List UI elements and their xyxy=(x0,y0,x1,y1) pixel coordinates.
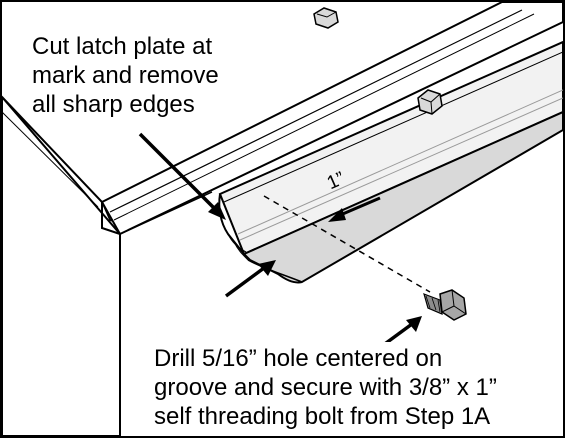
door-panel xyxy=(2,95,121,436)
hex-bolt xyxy=(423,289,467,321)
hex-nut xyxy=(313,7,339,29)
dimension-arrow xyxy=(328,196,381,222)
bolt-path-line xyxy=(263,195,431,293)
drill-instruction-text: Drill 5/16” hole centered on groove and … xyxy=(150,342,501,431)
cut-instruction-text: Cut latch plate at mark and remove all s… xyxy=(32,32,223,119)
latch-plate xyxy=(218,40,563,284)
latch-hex-nut xyxy=(417,89,443,115)
cut-leader-arrow xyxy=(138,132,226,220)
cabinet-top xyxy=(100,2,563,436)
groove-arrow xyxy=(224,260,276,298)
